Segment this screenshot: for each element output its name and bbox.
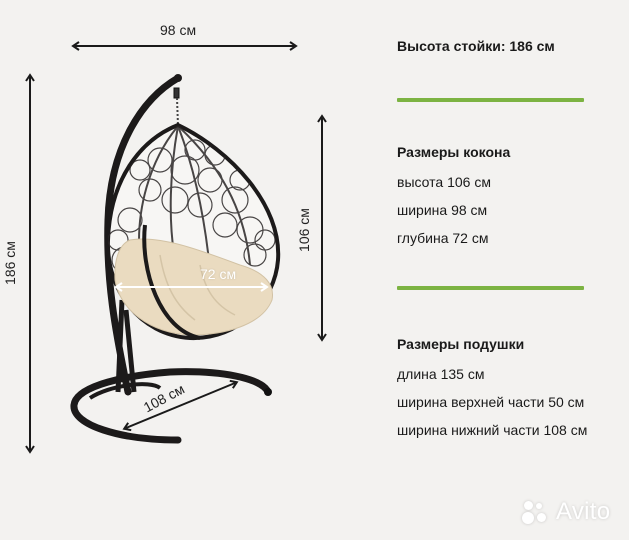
stand-height-heading: Высота стойки: 186 см bbox=[397, 38, 555, 54]
avito-dots-icon bbox=[522, 499, 552, 525]
avito-watermark: Avito bbox=[522, 498, 610, 526]
cocoon-size-heading: Размеры кокона bbox=[397, 144, 511, 160]
cushion-bottom-width-spec: ширина нижний части 108 см bbox=[397, 422, 588, 438]
width-dimension-label: 98 см bbox=[160, 22, 197, 38]
divider-line bbox=[397, 98, 584, 102]
cushion-size-heading: Размеры подушки bbox=[397, 336, 525, 352]
cocoon-depth-spec: глубина 72 см bbox=[397, 230, 489, 246]
hanging-chair-illustration bbox=[25, 41, 327, 454]
cocoon-height-dimension-label: 106 см bbox=[295, 208, 312, 252]
base-dimension-arrow bbox=[122, 379, 239, 432]
cushion-length-spec: длина 135 см bbox=[397, 366, 485, 382]
cocoon-width-spec: ширина 98 см bbox=[397, 202, 488, 218]
cocoon-basket bbox=[105, 122, 281, 341]
cocoon-height-spec: высота 106 см bbox=[397, 174, 491, 190]
specifications-panel: Высота стойки: 186 см Размеры кокона выс… bbox=[397, 0, 629, 540]
avito-logo-text: Avito bbox=[556, 498, 611, 525]
depth-dimension-label: 72 см bbox=[200, 266, 237, 282]
total-height-dimension-label: 186 см bbox=[1, 241, 18, 285]
divider-line bbox=[397, 286, 584, 290]
cushion-top-width-spec: ширина верхней части 50 см bbox=[397, 394, 585, 410]
